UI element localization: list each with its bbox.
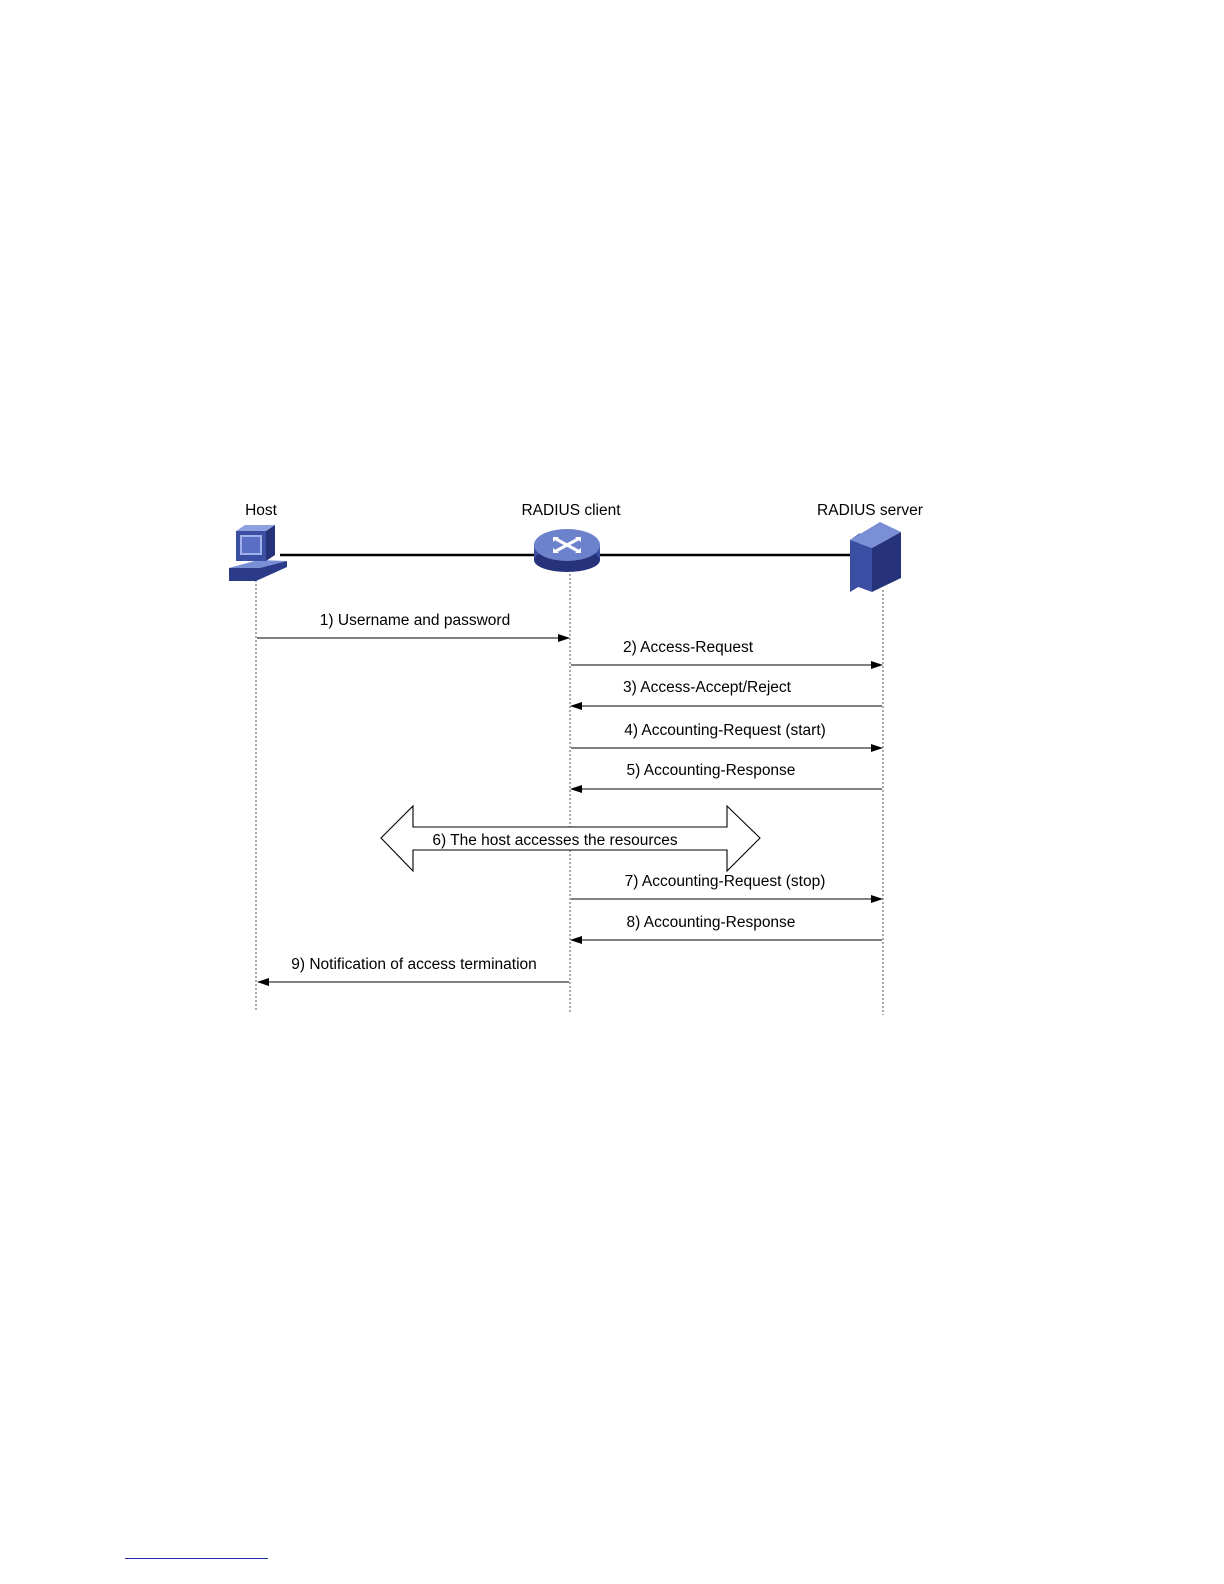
message-label-2: 2) Access-Request (623, 639, 754, 656)
message-label-7: 7) Accounting-Request (stop) (625, 873, 826, 890)
server-tower-icon (850, 522, 901, 592)
message-label-5: 5) Accounting-Response (627, 762, 796, 779)
participant-label-client: RADIUS client (521, 502, 621, 519)
message-label-4: 4) Accounting-Request (start) (624, 722, 826, 739)
message-label-8: 8) Accounting-Response (627, 914, 796, 931)
footnote-rule (125, 1558, 268, 1559)
message-label-6: 6) The host accesses the resources (432, 832, 678, 849)
router-icon (534, 529, 600, 572)
participant-label-server: RADIUS server (817, 502, 923, 519)
participant-label-host: Host (245, 502, 278, 519)
message-label-9: 9) Notification of access termination (291, 956, 537, 973)
message-label-1: 1) Username and password (320, 612, 510, 629)
desktop-pc-icon (229, 525, 287, 581)
message-label-3: 3) Access-Accept/Reject (623, 679, 792, 696)
